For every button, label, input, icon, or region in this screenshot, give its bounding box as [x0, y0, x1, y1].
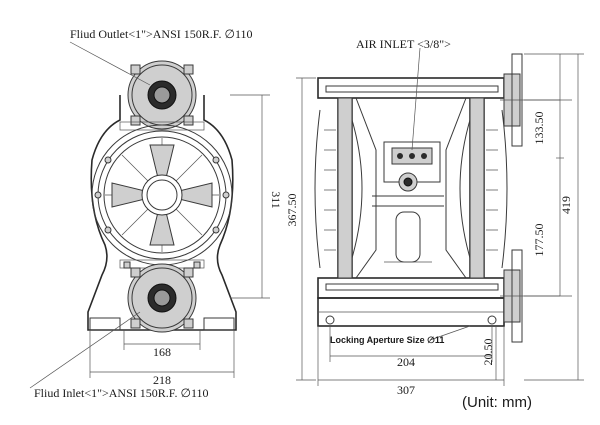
dim-311: 311 — [269, 191, 283, 209]
air-inlet-label: AIR INLET <3/8"> — [356, 37, 451, 51]
pump-side-view — [314, 53, 560, 343]
dim-133: 133.50 — [532, 112, 546, 145]
inlet-label: Fliud Inlet<1">ANSI 150R.F. ∅110 — [34, 386, 209, 400]
pump-front-view — [87, 60, 237, 333]
dim-168: 168 — [153, 345, 171, 359]
dim-20: 20.50 — [481, 339, 495, 366]
unit-label: (Unit: mm) — [462, 394, 532, 411]
dim-307: 307 — [397, 383, 415, 397]
locking-aperture-label: Locking Aperture Size ∅11 — [330, 335, 444, 345]
dim-204: 204 — [397, 355, 415, 369]
dim-419: 419 — [559, 196, 573, 214]
dim-177: 177.50 — [532, 224, 546, 257]
dim-218: 218 — [153, 373, 171, 387]
dim-367: 367.50 — [285, 194, 299, 227]
outlet-label: Fliud Outlet<1">ANSI 150R.F. ∅110 — [70, 27, 253, 41]
dimension-lines — [29, 41, 584, 389]
